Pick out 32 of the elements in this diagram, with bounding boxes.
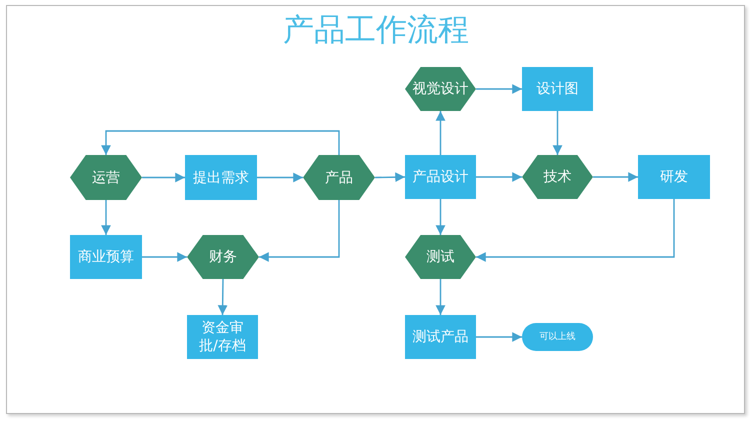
arrow [593,172,638,182]
process-box: 资金审批/存档 [187,315,258,359]
arrow [142,172,185,182]
process-box: 产品设计 [405,155,476,199]
process-box: 研发 [638,155,710,199]
arrow [436,199,446,235]
process-box: 商业预算 [70,235,142,279]
arrow [476,84,522,94]
arrow [218,279,228,315]
arrow [101,130,340,155]
hexagon-step: 测试 [405,235,476,279]
hexagon-step: 产品 [303,155,375,200]
hexagon-step: 运营 [70,155,142,200]
arrow [476,172,522,182]
arrow [476,199,675,262]
terminal-pill: 可以上线 [522,323,593,351]
hexagon-step: 视觉设计 [405,67,476,111]
arrow [257,172,303,182]
process-box: 设计图 [522,67,593,111]
title: 产品工作流程 [282,11,470,50]
arrow [101,200,111,235]
arrow [259,200,340,262]
hexagon-step: 技术 [522,155,593,199]
hexagon-step: 财务 [187,235,259,279]
arrow [142,252,187,262]
arrow [436,111,446,155]
arrow [552,111,562,155]
arrow [374,172,406,182]
process-box: 提出需求 [185,155,257,200]
arrow [436,279,446,315]
process-box: 测试产品 [405,315,476,359]
arrow [476,332,522,342]
